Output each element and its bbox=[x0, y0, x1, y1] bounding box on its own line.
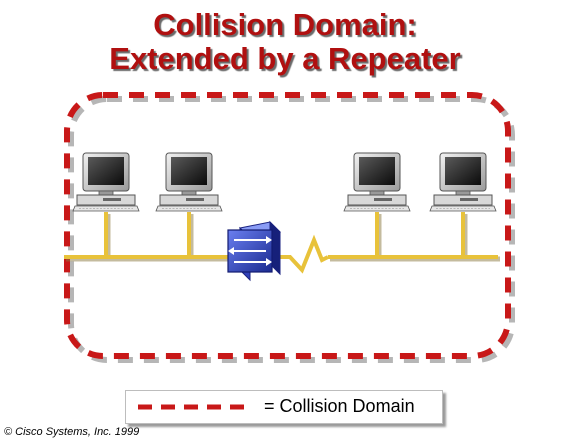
copyright-notice: © Cisco Systems, Inc. 1999 bbox=[4, 426, 140, 438]
computer-icon bbox=[72, 152, 140, 212]
computer-icon bbox=[343, 152, 411, 212]
computer-icon bbox=[429, 152, 497, 212]
page-title-line-2: Extended by a Repeater bbox=[109, 41, 461, 76]
collision-domain-boundary-shadow bbox=[68, 96, 515, 363]
computer-icon bbox=[155, 152, 223, 212]
legend-label: Collision Domain bbox=[279, 396, 415, 416]
cable-break-icon bbox=[270, 234, 329, 274]
repeater-icon bbox=[227, 220, 282, 282]
page-title-line-1: Collision Domain: bbox=[153, 7, 417, 42]
collision-domain-boundary bbox=[64, 92, 511, 359]
legend-equals: = bbox=[264, 396, 275, 416]
legend-dash-swatch bbox=[138, 404, 250, 410]
legend: = Collision Domain bbox=[125, 390, 443, 424]
